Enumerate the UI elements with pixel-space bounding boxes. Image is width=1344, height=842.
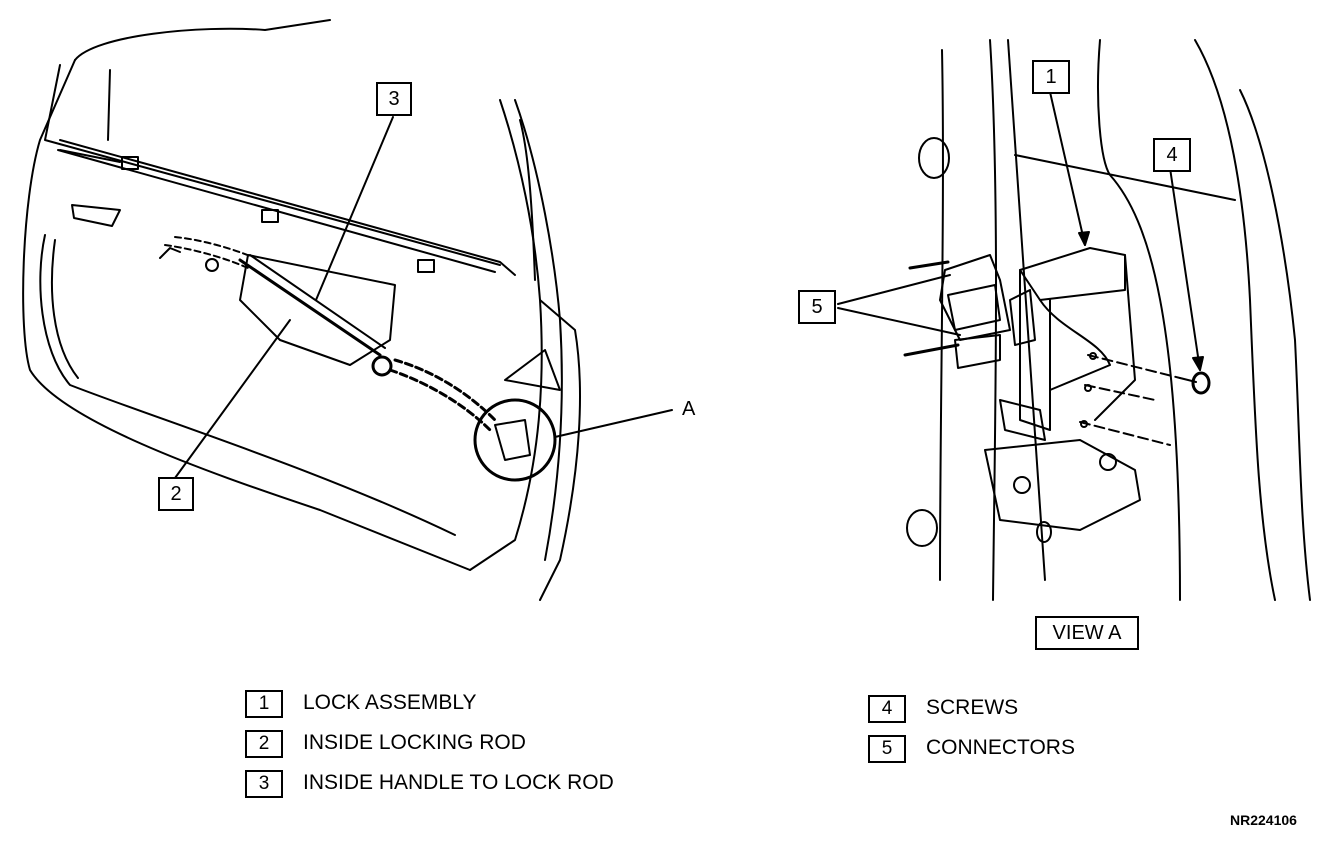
- callout-1-lock-assembly: 1: [1032, 60, 1070, 94]
- callout-2-inside-locking-rod: 2: [158, 477, 194, 511]
- legend-label: SCREWS: [926, 696, 1019, 719]
- callout-3-inside-handle-to-lock-rod: 3: [376, 82, 412, 116]
- legend-number: 1: [245, 690, 283, 718]
- detail-reference-label: A: [682, 398, 696, 420]
- legend-number: 2: [245, 730, 283, 758]
- legend-label: INSIDE LOCKING ROD: [303, 731, 526, 754]
- door-illustration: [23, 20, 672, 600]
- legend-label: LOCK ASSEMBLY: [303, 691, 477, 714]
- view-a-illustration: [838, 40, 1310, 600]
- legend-number: 4: [868, 695, 906, 723]
- figure-code: NR224106: [1230, 812, 1297, 828]
- legend-label: CONNECTORS: [926, 736, 1075, 759]
- legend-number: 3: [245, 770, 283, 798]
- view-a-title: VIEW A: [1035, 616, 1139, 650]
- legend-number: 5: [868, 735, 906, 763]
- callout-5-connectors: 5: [798, 290, 836, 324]
- callout-4-screws: 4: [1153, 138, 1191, 172]
- legend-label: INSIDE HANDLE TO LOCK ROD: [303, 771, 614, 794]
